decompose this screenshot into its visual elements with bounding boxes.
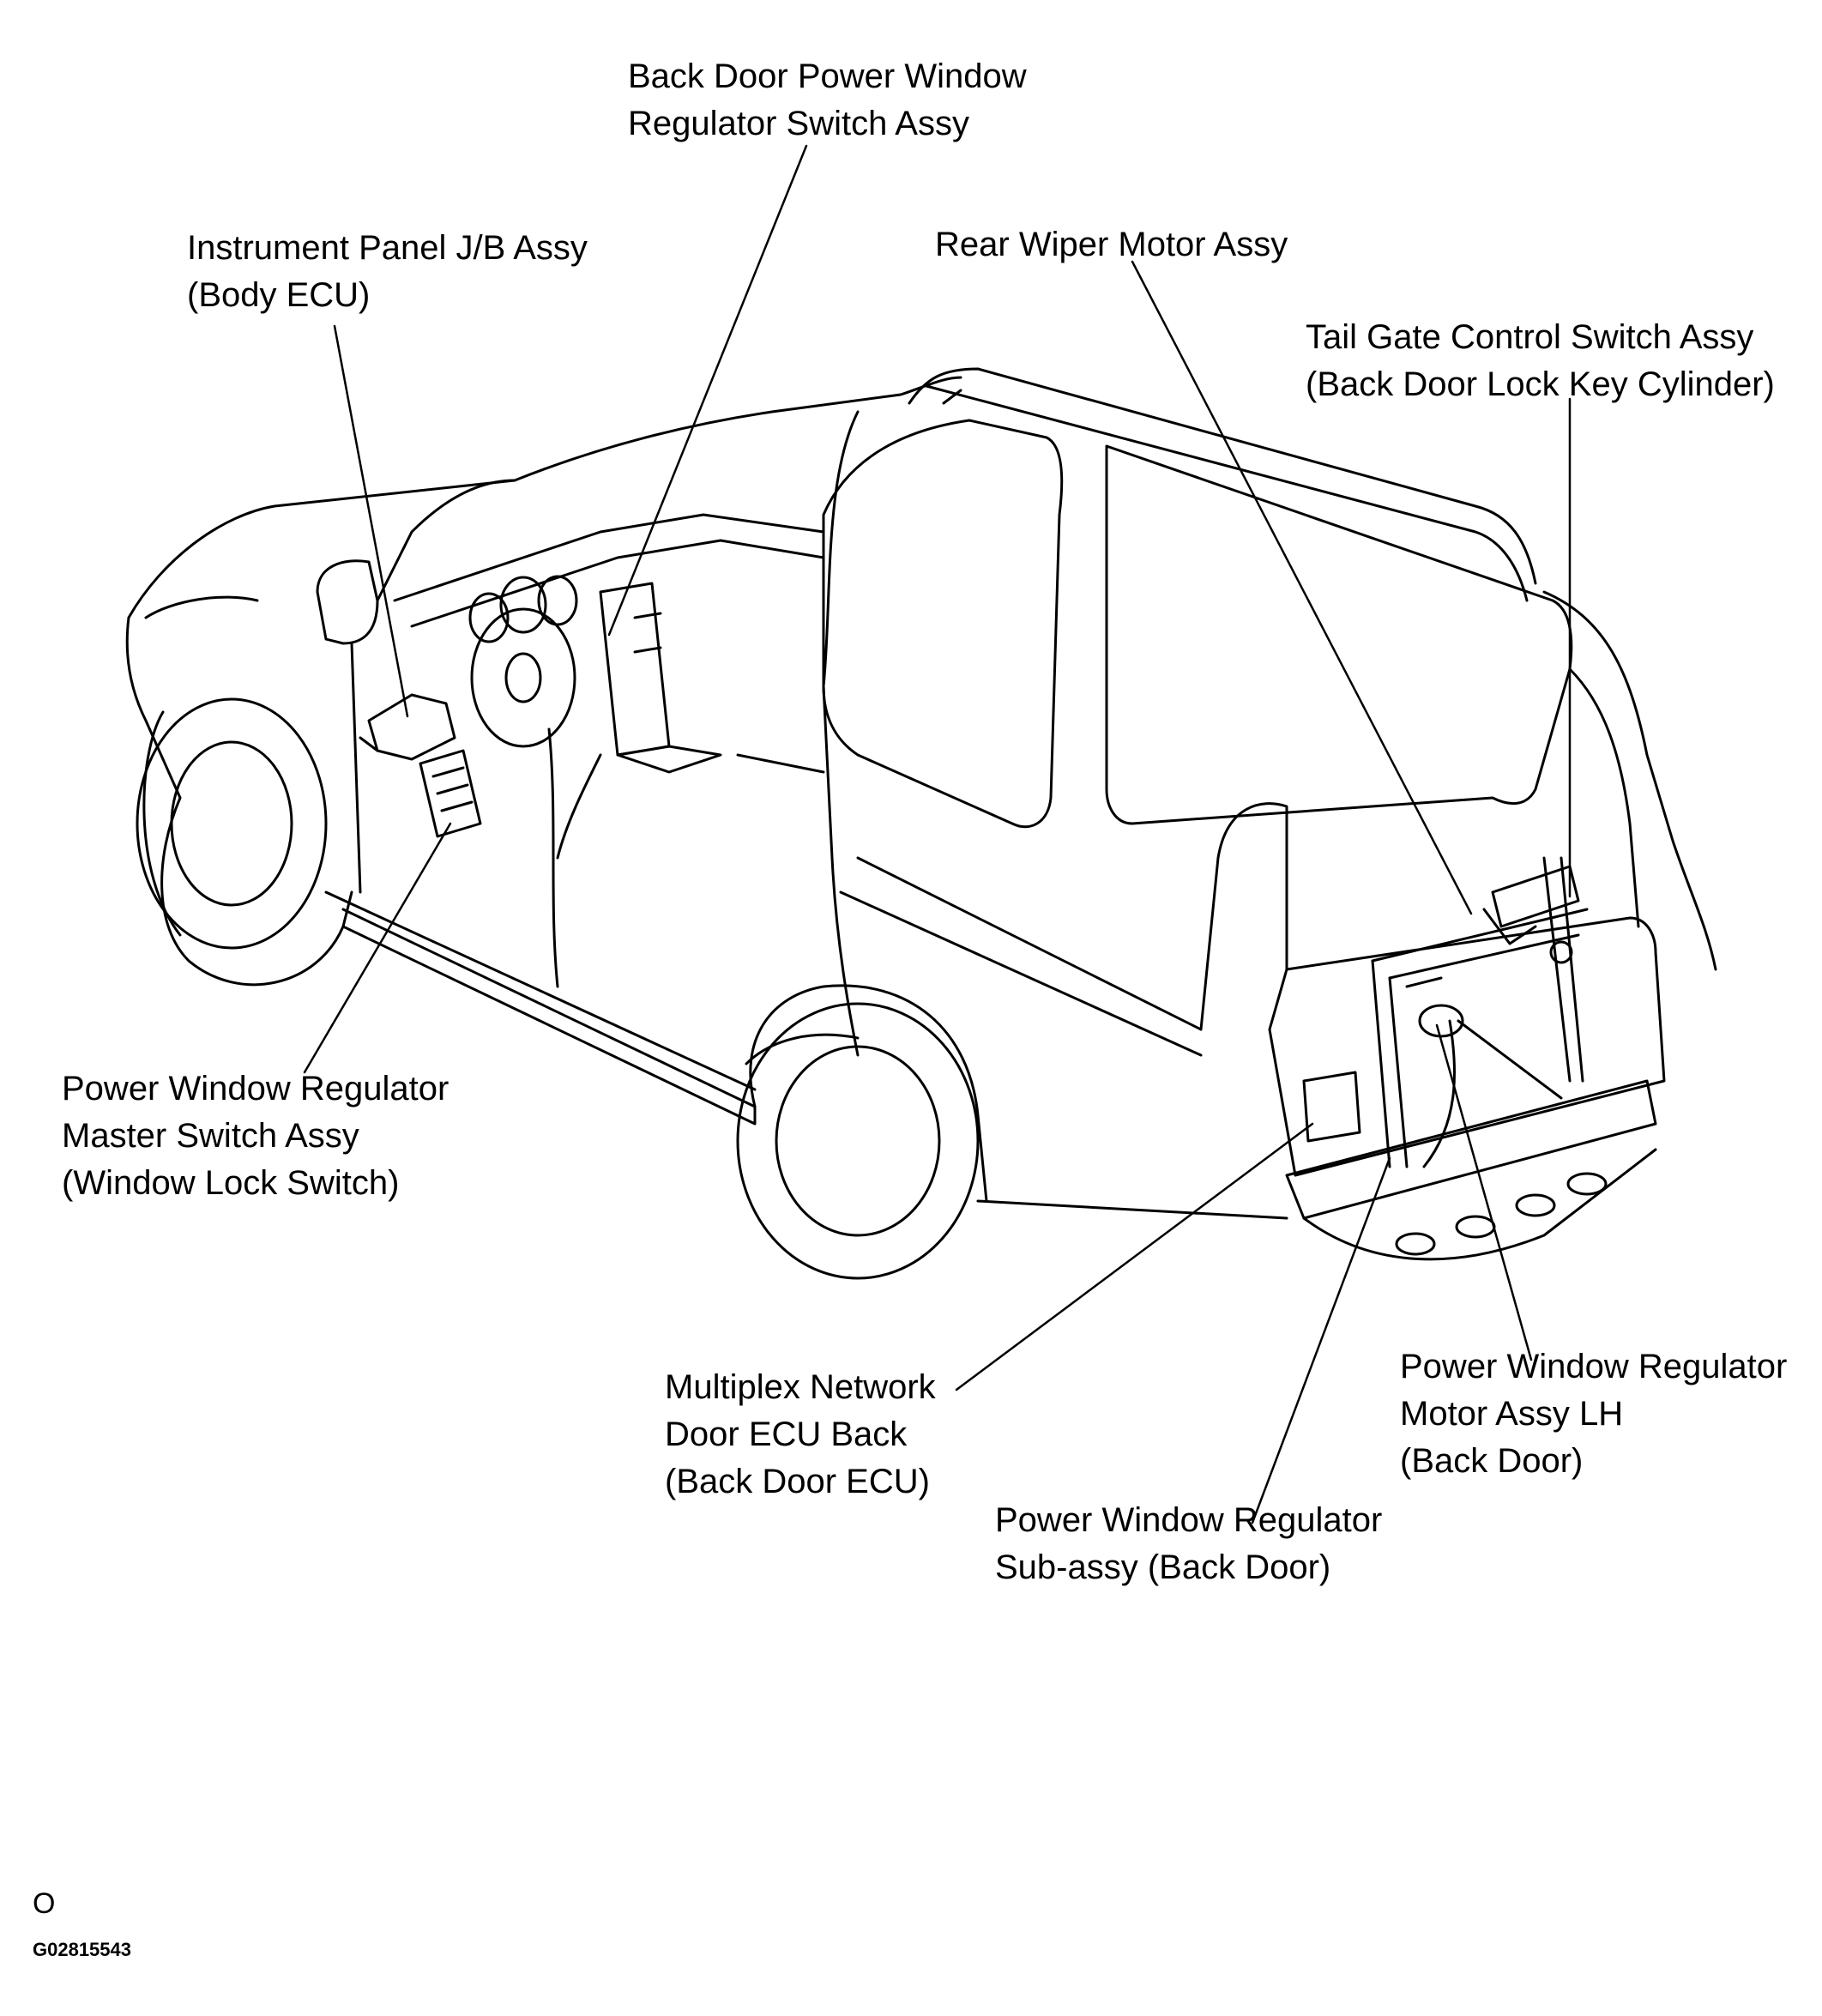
leader-pw-motor-lh xyxy=(1435,1023,1533,1361)
label-line: (Back Door ECU) xyxy=(665,1463,930,1500)
leader-lines xyxy=(303,144,1572,1524)
label-line: Power Window Regulator xyxy=(62,1070,449,1108)
leader-pw-regulator-sub xyxy=(1251,1156,1391,1524)
label-back-door-pw-switch: Back Door Power Window Regulator Switch … xyxy=(628,53,1027,148)
leader-pw-master-switch xyxy=(303,822,452,1074)
back-door-regulator xyxy=(1371,856,1589,1168)
label-pw-regulator-sub: Power Window Regulator Sub-assy (Back Do… xyxy=(995,1497,1382,1591)
label-line: Rear Wiper Motor Assy xyxy=(935,226,1288,263)
corner-mark: O xyxy=(33,1887,56,1920)
label-pw-motor-lh: Power Window Regulator Motor Assy LH (Ba… xyxy=(1400,1343,1787,1485)
label-line: (Back Door) xyxy=(1400,1442,1584,1480)
label-line: Sub-assy (Back Door) xyxy=(995,1548,1331,1586)
label-line: Power Window Regulator xyxy=(1400,1348,1788,1385)
label-line: Door ECU Back xyxy=(665,1415,908,1453)
figure-code: G02815543 xyxy=(33,1939,131,1960)
leader-instrument-panel-jb xyxy=(333,324,409,718)
leader-multiplex-ecu xyxy=(955,1122,1314,1391)
vehicle-body xyxy=(125,367,1717,1280)
label-line: Master Switch Assy xyxy=(62,1117,359,1155)
vehicle-interior xyxy=(359,513,825,860)
label-multiplex-ecu: Multiplex Network Door ECU Back (Back Do… xyxy=(665,1364,936,1506)
label-line: Motor Assy LH xyxy=(1400,1395,1624,1433)
label-pw-master-switch: Power Window Regulator Master Switch Ass… xyxy=(62,1065,449,1207)
label-line: (Back Door Lock Key Cylinder) xyxy=(1306,365,1775,403)
label-line: Power Window Regulator xyxy=(995,1501,1383,1539)
label-instrument-panel-jb: Instrument Panel J/B Assy (Body ECU) xyxy=(187,225,588,319)
label-line: (Window Lock Switch) xyxy=(62,1164,400,1202)
label-tail-gate-switch: Tail Gate Control Switch Assy (Back Door… xyxy=(1306,314,1775,408)
label-line: Multiplex Network xyxy=(665,1368,936,1406)
back-door-ecu-box xyxy=(1302,1071,1361,1143)
label-line: Instrument Panel J/B Assy xyxy=(187,229,588,267)
label-line: Tail Gate Control Switch Assy xyxy=(1306,318,1754,356)
label-line: Back Door Power Window xyxy=(628,57,1027,95)
leader-back-door-pw-switch xyxy=(607,144,808,637)
label-line: (Body ECU) xyxy=(187,276,371,314)
leader-rear-wiper-motor xyxy=(1131,260,1473,915)
label-rear-wiper-motor: Rear Wiper Motor Assy xyxy=(935,221,1288,269)
label-line: Regulator Switch Assy xyxy=(628,105,969,142)
